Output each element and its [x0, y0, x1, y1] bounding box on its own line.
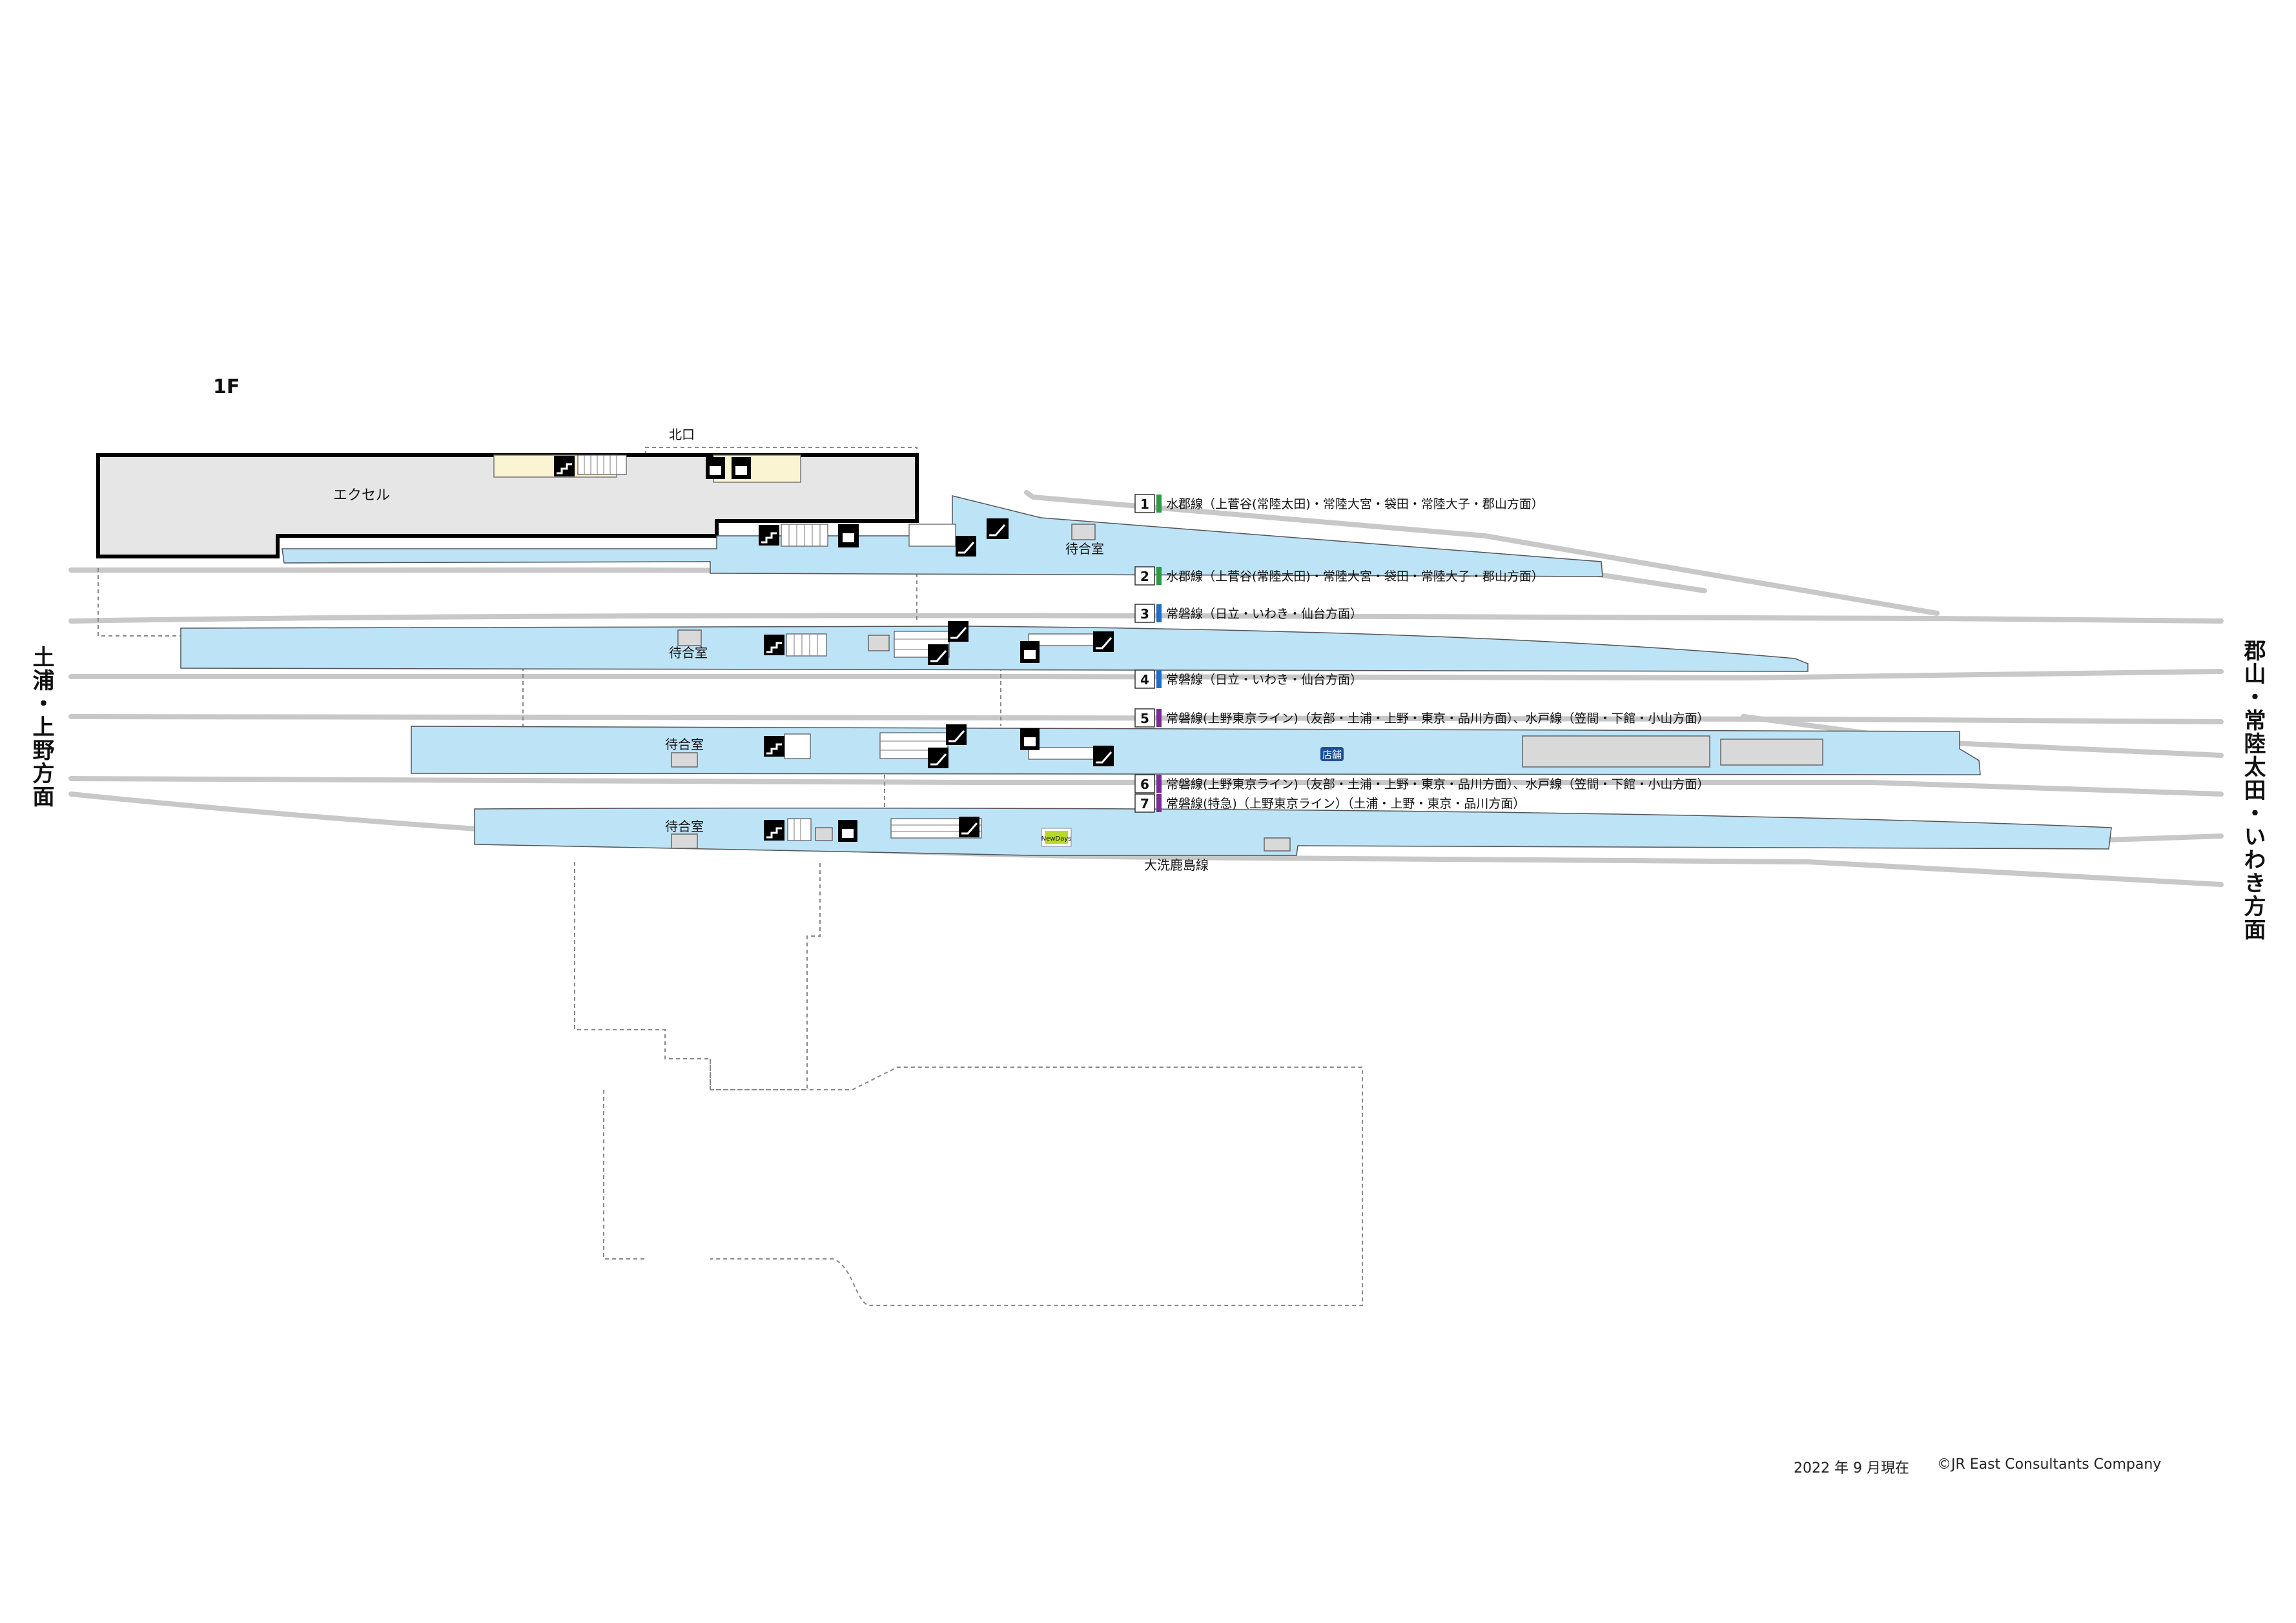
track-number-box	[1134, 566, 1155, 586]
track-line-color	[1156, 567, 1162, 585]
track-4-label: 4 常磐線（日立・いわき・仙台方面）	[1134, 669, 1362, 689]
oarai-line-label: 大洗鹿島線	[1144, 857, 1209, 873]
track-1-label: 1 水郡線（上菅谷(常陸太田)・常陸大宮・袋田・常陸大子・郡山方面）	[1134, 494, 1544, 513]
track-number: 1	[1140, 496, 1149, 512]
escalator-icon	[946, 724, 967, 745]
track-number: 3	[1140, 606, 1149, 622]
track-number: 7	[1140, 796, 1149, 812]
track-destination: 常磐線（日立・いわき・仙台方面）	[1166, 607, 1362, 621]
escalator	[908, 524, 956, 547]
track-number-box	[1134, 793, 1155, 813]
track-number-box	[1134, 669, 1155, 689]
track-number: 4	[1140, 672, 1149, 688]
elevator-icon	[838, 524, 859, 547]
escalator-icon	[1093, 746, 1114, 766]
track-line	[68, 613, 2224, 624]
stairs	[786, 633, 827, 657]
track-number-box	[1134, 774, 1155, 793]
track-destination: 常磐線(特急)（上野東京ライン）（土浦・上野・東京・品川方面）	[1166, 797, 1525, 811]
track-number: 6	[1140, 777, 1149, 792]
waiting-room-label: 待合室	[665, 737, 704, 752]
track-number-box	[1134, 708, 1155, 728]
escalator-icon	[1093, 631, 1114, 652]
escalator-icon	[987, 518, 1009, 539]
escalator-icon	[928, 644, 948, 665]
track-2-label: 2 水郡線（上菅谷(常陸太田)・常陸大宮・袋田・常陸大子・郡山方面）	[1134, 566, 1544, 586]
track-destination: 水郡線（上菅谷(常陸太田)・常陸大宮・袋田・常陸大子・郡山方面）	[1166, 497, 1544, 511]
waiting-room-label: 待合室	[669, 645, 708, 660]
footer-date: 2022 年 9 月現在	[1794, 1460, 1909, 1476]
stairs-up-icon	[764, 820, 784, 841]
platform-facilities	[671, 524, 1823, 852]
track-destination: 常磐線(上野東京ライン)（友部・土浦・上野・東京・品川方面）、水戸線（笠間・下館…	[1166, 777, 1709, 791]
track-destination: 常磐線(上野東京ライン)（友部・土浦・上野・東京・品川方面）、水戸線（笠間・下館…	[1166, 711, 1709, 726]
track-line	[1024, 490, 1940, 616]
shop-badge: 店舗	[1320, 747, 1344, 761]
track-line-color	[1156, 709, 1162, 727]
track-destination: 水郡線（上菅谷(常陸太田)・常陸大宮・袋田・常陸大子・郡山方面）	[1166, 569, 1544, 584]
escalator-icon	[956, 536, 976, 556]
track-number: 2	[1140, 569, 1149, 584]
waiting-rooms: 待合室 待合室 待合室 待合室	[665, 541, 1104, 834]
north-exit-label: 北口	[669, 427, 695, 442]
elevator-icon	[1020, 641, 1040, 663]
track-number-box	[1134, 494, 1155, 513]
track-labels: 1 水郡線（上菅谷(常陸太田)・常陸大宮・袋田・常陸大子・郡山方面） 2 水郡線（上菅…	[1134, 494, 1709, 813]
escalator-icon	[948, 621, 969, 642]
track-5-label: 5 常磐線(上野東京ライン)（友部・土浦・上野・東京・品川方面）、水戸線（笠間・下…	[1134, 708, 1709, 728]
escalator-icon	[959, 817, 979, 837]
svg-text:店舗: 店舗	[1322, 749, 1342, 760]
stairs-up-icon	[764, 635, 784, 655]
track-line	[68, 714, 2224, 724]
pictograms	[554, 456, 1114, 842]
newdays-logo: NewDays	[1041, 828, 1072, 847]
track-line	[68, 669, 2224, 681]
stairs	[787, 818, 812, 841]
track-number: 5	[1140, 711, 1149, 726]
stairs-up-icon	[554, 456, 575, 476]
track-number-box	[1134, 604, 1155, 623]
footer-copyright: ©JR East Consultants Company	[1937, 1456, 2162, 1473]
track-line-color	[1156, 775, 1162, 793]
waiting-room-label: 待合室	[665, 819, 704, 834]
stairs-up-icon	[759, 525, 779, 546]
track-line-color	[1156, 495, 1162, 513]
stairs-up-icon	[764, 736, 784, 757]
track-line-color	[1156, 604, 1162, 622]
track-line	[68, 776, 2224, 797]
building-label: エクセル	[333, 487, 390, 504]
elevator-icon	[838, 820, 857, 842]
track-line-color	[1156, 794, 1162, 812]
elevator-icon	[732, 457, 751, 479]
platform-3-4	[180, 626, 1809, 672]
direction-right-label: 郡山・常陸太田・いわき方面	[2240, 639, 2266, 941]
elevator-icon	[1020, 728, 1040, 750]
platform-7	[474, 807, 2112, 856]
track-7-label: 7 常磐線(特急)（上野東京ライン）（土浦・上野・東京・品川方面）	[1134, 793, 1525, 813]
svg-text:NewDays: NewDays	[1041, 835, 1072, 842]
stairs	[577, 454, 627, 475]
floor-label: 1F	[213, 376, 240, 398]
track-line-color	[1156, 670, 1162, 688]
elevator-icon	[706, 457, 725, 479]
waiting-room-label: 待合室	[1065, 541, 1104, 556]
stairs	[784, 733, 811, 759]
track-3-label: 3 常磐線（日立・いわき・仙台方面）	[1134, 604, 1362, 623]
track-6-label: 6 常磐線(上野東京ライン)（友部・土浦・上野・東京・品川方面）、水戸線（笠間・下…	[1134, 774, 1709, 793]
track-destination: 常磐線（日立・いわき・仙台方面）	[1166, 673, 1362, 687]
escalator-icon	[928, 748, 948, 768]
direction-left-label: 土浦・上野方面	[28, 646, 54, 808]
